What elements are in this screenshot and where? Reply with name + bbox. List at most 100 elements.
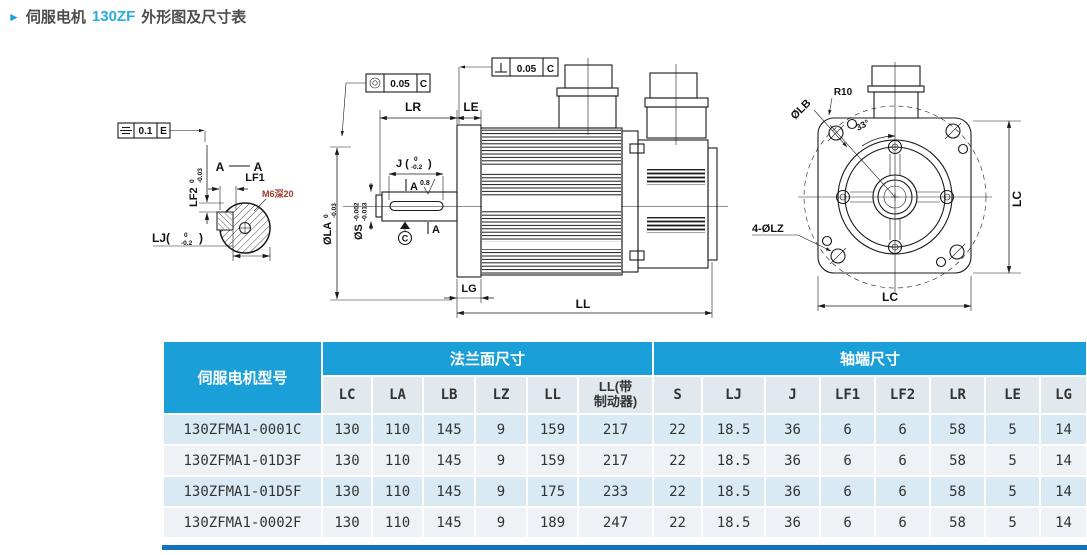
- cell: 18.5: [701, 506, 767, 539]
- col-header-le: LE: [984, 375, 1042, 415]
- symmetry-tolerance-value: 0.1: [139, 126, 153, 137]
- cell: 36: [764, 475, 822, 508]
- cell: 58: [929, 444, 987, 477]
- cell: 14: [1039, 444, 1087, 477]
- cell: 9: [474, 475, 528, 508]
- dim-lr: LR: [379, 100, 458, 194]
- cell-model: 130ZFMA1-0002F: [162, 506, 323, 539]
- section-a-left: A: [216, 160, 225, 174]
- datum-c-flag: C: [397, 221, 413, 246]
- la-tol-upper: 0: [323, 214, 330, 218]
- shaft-cross-section: [216, 202, 271, 254]
- table-row: 130ZFMA1-0001C 130 110 145 9 159 217 22 …: [162, 413, 1087, 446]
- table-row: 130ZFMA1-01D5F 130 110 145 9 175 233 22 …: [162, 475, 1087, 508]
- col-header-lr: LR: [929, 375, 987, 415]
- cell: 9: [474, 444, 528, 477]
- cell: 110: [371, 413, 424, 446]
- bolt-circle-dashed: [803, 105, 987, 289]
- cell: 18.5: [701, 475, 767, 508]
- group-header-flange: 法兰面尺寸: [320, 340, 655, 377]
- roughness-value: 0.8: [420, 180, 430, 187]
- title-arrow-icon: ►: [8, 9, 20, 24]
- lj-tol-upper: 0: [184, 232, 188, 239]
- j-paren-close: ): [428, 158, 432, 170]
- cell: 159: [526, 413, 579, 446]
- perpendicularity-datum: C: [547, 64, 554, 75]
- symmetry-datum: E: [160, 126, 167, 137]
- connector-rear: [644, 64, 709, 145]
- cell: 130: [321, 413, 373, 446]
- cell: 18.5: [701, 413, 767, 446]
- cell: 189: [526, 506, 579, 539]
- cell: 14: [1039, 506, 1087, 539]
- cell: 6: [874, 413, 932, 446]
- label-lf2: LF2: [188, 187, 200, 207]
- symmetry-icon: [120, 126, 132, 135]
- cell: 110: [371, 475, 424, 508]
- dim-le: LE: [456, 100, 482, 127]
- cell: 5: [984, 475, 1042, 508]
- motor-flange-plate: [456, 124, 482, 278]
- cell: 145: [422, 475, 476, 508]
- cell: 130: [321, 475, 373, 508]
- label-thread-m6: M6深20: [262, 188, 294, 199]
- dim-lj: LJ( 0 -0.2 ): [152, 231, 271, 261]
- table-bottom-accent-bar: [162, 545, 1087, 550]
- motor-rear-housing: [621, 130, 718, 273]
- cell: 22: [652, 506, 704, 539]
- dim-lc-bottom: LC: [817, 276, 972, 311]
- cell: 130: [321, 444, 373, 477]
- la-tol-lower: -0.03: [331, 203, 338, 218]
- cell: 6: [819, 413, 877, 446]
- col-header-lz: LZ: [474, 375, 528, 415]
- lf2-tol-lower: -0.03: [197, 168, 204, 183]
- cell: 247: [576, 506, 655, 539]
- section-a-top: A: [410, 181, 418, 193]
- end-connector: [867, 65, 925, 119]
- dim-lc-right: LC: [973, 120, 1024, 274]
- col-header-ll: LL: [526, 375, 579, 415]
- section-label-a-a: A A LF1: [216, 160, 265, 184]
- cell: 217: [576, 444, 655, 477]
- cell: 6: [874, 506, 932, 539]
- perpendicularity-icon: [495, 63, 507, 73]
- cell: 6: [874, 444, 932, 477]
- group-header-shaft: 轴端尺寸: [652, 340, 1087, 377]
- roughness-icon: [423, 178, 436, 195]
- cell: 5: [984, 506, 1042, 539]
- label-lj: LJ(: [152, 231, 170, 245]
- col-header-j: J: [764, 375, 822, 415]
- label-dia-la: ØLA: [322, 222, 334, 245]
- cell: 58: [929, 506, 987, 539]
- col-header-model: 伺服电机型号: [162, 340, 323, 415]
- col-header-ll-braked: LL(带 制动器): [576, 375, 655, 415]
- perpendicularity-tolerance-frame: 0.05 C: [458, 57, 559, 124]
- dim-dia-s: ØS -0.002 -0.013: [353, 183, 374, 240]
- cell: 22: [652, 444, 704, 477]
- technical-drawing: 0.1 E LF2 0 -0.03 A A LF1: [117, 57, 1024, 318]
- cell: 22: [652, 475, 704, 508]
- ll-braked-line1: LL(带: [598, 379, 633, 395]
- lj-paren-close: ): [199, 231, 203, 245]
- section-a-right: A: [254, 160, 263, 174]
- symmetry-tolerance-frame: 0.1 E: [117, 122, 206, 142]
- cell: 175: [526, 475, 579, 508]
- pilot-circle-inner: [844, 146, 946, 248]
- datum-c-label: C: [402, 234, 409, 244]
- section-a-bottom: A: [432, 224, 440, 236]
- end-view: 33° ØLB R10 4-ØLZ: [752, 62, 1024, 311]
- side-view: 0.05 C 0.05 C: [322, 57, 728, 318]
- cell: 6: [819, 506, 877, 539]
- concentricity-tolerance-frame: 0.05 C: [340, 73, 431, 137]
- cell: 159: [526, 444, 579, 477]
- flange-square: [817, 117, 972, 274]
- cell: 5: [984, 444, 1042, 477]
- label-dia-s: ØS: [353, 224, 365, 240]
- cell: 14: [1039, 413, 1087, 446]
- concentricity-datum: C: [420, 79, 427, 90]
- ll-braked-line2: 制动器): [593, 394, 638, 409]
- j-tol-lower: -0.2: [411, 164, 423, 171]
- label-lf1: LF1: [245, 172, 265, 184]
- label-j: J (: [396, 158, 409, 170]
